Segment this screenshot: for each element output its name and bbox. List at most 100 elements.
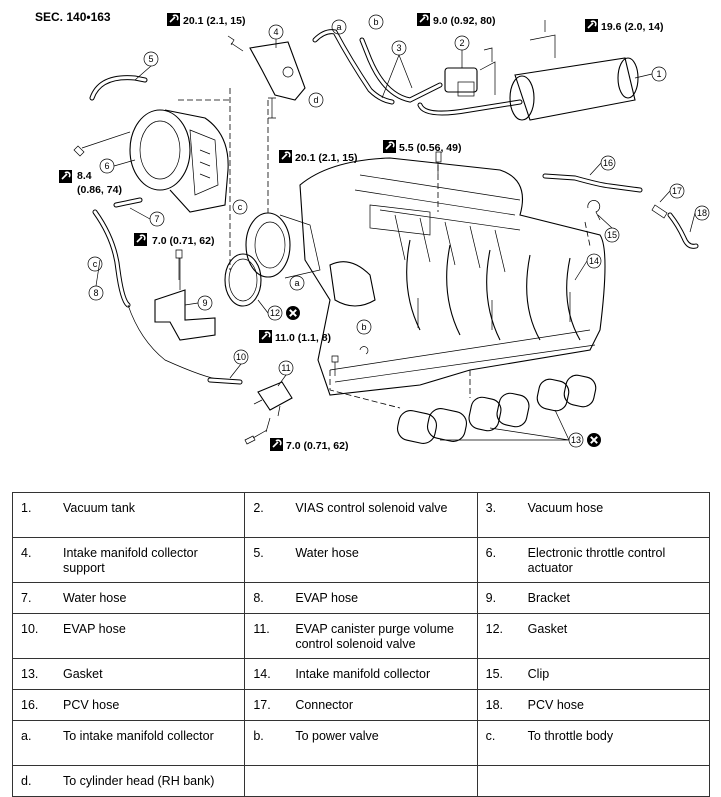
callout-d: d <box>308 92 324 108</box>
legend-cell: 13.Gasket <box>11 658 246 690</box>
torque-support-top: 20.1 (2.1, 15) <box>166 12 245 27</box>
legend-item-number: b. <box>253 729 264 743</box>
legend-item-description: PCV hose <box>527 698 584 712</box>
pcv-hose-18 <box>667 212 699 249</box>
legend-item-description: PCV hose <box>63 698 120 712</box>
callout-12: 12 <box>267 305 283 321</box>
callout-10: 10 <box>233 349 249 365</box>
legend-cell: 7.Water hose <box>11 582 246 614</box>
callout-17: 17 <box>669 183 685 199</box>
legend-cell: 4.Intake manifold collector support <box>11 537 246 583</box>
vacuum-hoses-3 <box>312 29 523 116</box>
torque-support-bottom: 20.1 (2.1, 15) <box>278 149 357 164</box>
legend-item-description: EVAP hose <box>295 591 359 605</box>
legend-item-description: To throttle body <box>527 729 614 743</box>
torque-wrench-icon <box>258 329 273 344</box>
svg-text:13: 13 <box>571 435 581 445</box>
legend-cell: 3. Vacuum hose <box>476 492 711 538</box>
legend-item-number: 8. <box>253 591 264 605</box>
torque-purge: 7.0 (0.71, 62) <box>269 437 348 452</box>
torque-wrench-icon <box>278 149 293 164</box>
exploded-parts-diagram: SEC. 140•163 <box>35 10 710 452</box>
svg-text:a: a <box>336 22 341 32</box>
pcv-connector <box>651 204 668 219</box>
torque-wrench-icon <box>269 437 284 452</box>
legend-cell: 8. EVAP hose <box>244 582 478 614</box>
callout-3: 3 <box>391 40 407 56</box>
callout-a-mid: a <box>289 275 305 291</box>
assembly-lines <box>178 88 591 409</box>
torque-throttle: 8.4 (0.86, 74) <box>58 169 122 196</box>
legend-item-description: To intake manifold collector <box>63 729 214 743</box>
legend-cell: d. To cylinder head (RH bank) <box>11 765 246 797</box>
torque-solenoid: 9.0 (0.92, 80) <box>416 12 495 27</box>
callout-c-left: c <box>87 256 103 272</box>
svg-text:c: c <box>93 259 98 269</box>
legend-cell: 11.EVAP canister purge volume control so… <box>244 613 478 659</box>
do-not-reuse-icon <box>586 432 602 448</box>
callout-18: 18 <box>694 205 710 221</box>
legend-item-number: 1. <box>21 501 32 515</box>
callout-b-mid: b <box>356 319 372 335</box>
svg-text:16: 16 <box>603 158 613 168</box>
legend-item-number: 13. <box>21 667 39 681</box>
bolts <box>175 35 442 445</box>
svg-text:19.6 (2.0, 14): 19.6 (2.0, 14) <box>601 21 663 33</box>
legend-cell: 2.VIAS control solenoid valve <box>244 492 478 538</box>
callout-5: 5 <box>143 51 159 67</box>
callout-13: 13 <box>568 432 584 448</box>
svg-text:14: 14 <box>589 256 599 266</box>
clip-15 <box>587 200 601 221</box>
svg-text:5: 5 <box>148 54 153 64</box>
torque-wrench-icon <box>58 169 73 184</box>
svg-text:10: 10 <box>236 352 246 362</box>
legend-item-number: 10. <box>21 622 39 636</box>
callout-7: 7 <box>149 211 165 227</box>
legend-item-number: 3. <box>485 501 497 515</box>
callout-4: 4 <box>268 24 284 40</box>
legend-cell: 18.PCV hose <box>476 689 711 721</box>
torque-center: 5.5 (0.56, 49) <box>382 139 461 154</box>
legend-cell: 14.Intake manifold collector <box>244 658 478 690</box>
throttle-actuator <box>129 109 229 213</box>
legend-cell <box>476 765 711 797</box>
do-not-reuse-icon <box>285 305 301 321</box>
water-hose-7 <box>113 197 143 208</box>
torque-wrench-icon <box>416 12 431 27</box>
legend-item-number: d. <box>21 774 32 788</box>
svg-text:20.1 (2.1, 15): 20.1 (2.1, 15) <box>183 15 245 27</box>
legend-item-description: Electronic throttle control actuator <box>527 546 666 575</box>
legend-item-number: a. <box>21 729 32 743</box>
legend-cell: 6.Electronic throttle control actuator <box>476 537 711 583</box>
svg-text:7: 7 <box>154 214 159 224</box>
gaskets-13 <box>396 374 597 444</box>
callout-16: 16 <box>600 155 616 171</box>
legend-item-description: Gasket <box>527 622 568 636</box>
torque-tank: 19.6 (2.0, 14) <box>584 18 663 33</box>
legend-item-number: 15. <box>485 667 504 681</box>
legend-item-description: Vacuum hose <box>527 501 604 515</box>
svg-text:7.0 (0.71, 62): 7.0 (0.71, 62) <box>152 235 214 247</box>
legend-item-description: To cylinder head (RH bank) <box>63 774 215 788</box>
legend-item-number: 11. <box>253 622 270 636</box>
legend-item-description: Water hose <box>295 546 359 560</box>
svg-text:2: 2 <box>459 38 464 48</box>
callout-3-leaders <box>381 54 413 99</box>
svg-text:d: d <box>313 95 318 105</box>
legend-cell: 17.Connector <box>244 689 478 721</box>
callout-15: 15 <box>604 227 620 243</box>
svg-text:9.0 (0.92, 80): 9.0 (0.92, 80) <box>433 15 495 27</box>
section-code: SEC. 140•163 <box>35 10 111 24</box>
svg-text:b: b <box>361 322 366 332</box>
svg-text:20.1 (2.1, 15): 20.1 (2.1, 15) <box>295 152 357 164</box>
legend-item-description: EVAP hose <box>63 622 126 636</box>
callout-11: 11 <box>278 360 294 376</box>
svg-text:18: 18 <box>697 208 707 218</box>
vacuum-tank <box>509 20 639 121</box>
